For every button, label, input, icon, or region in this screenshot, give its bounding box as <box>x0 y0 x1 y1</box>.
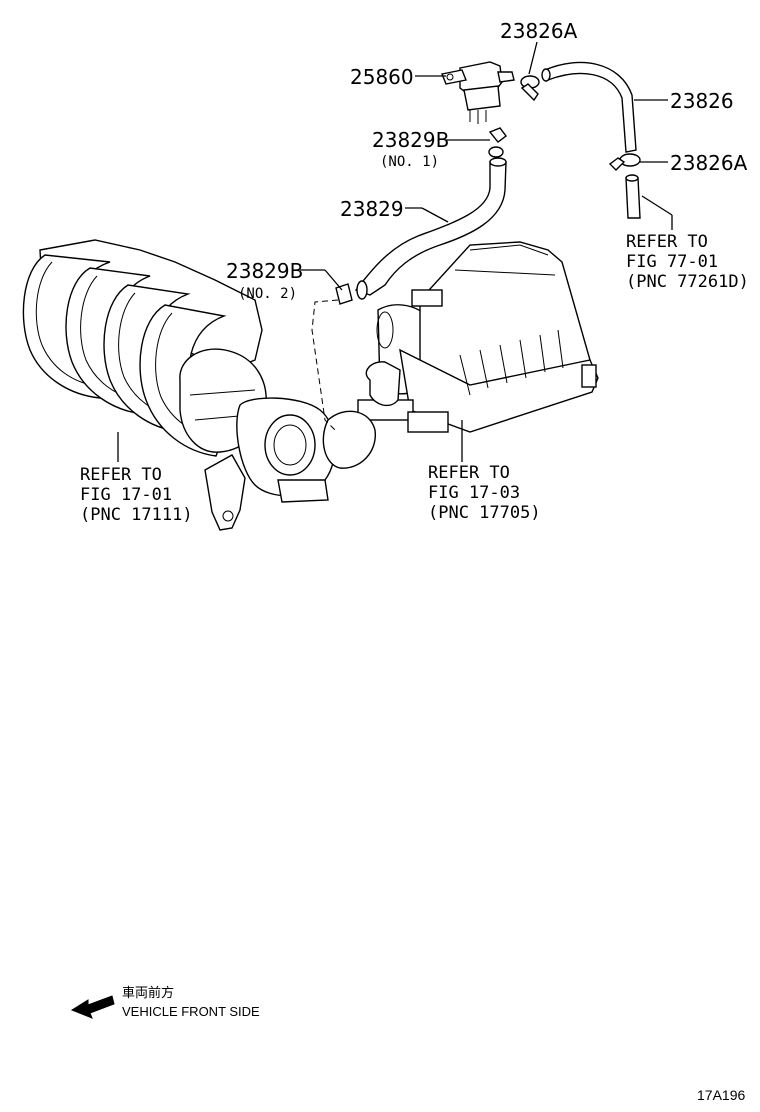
ref-77-01-line1: REFER TO <box>626 232 708 252</box>
air-cleaner-assembly <box>322 241 599 469</box>
legend-japanese: 車両前方 <box>122 985 174 1000</box>
figure-code: 17A196 <box>697 1087 745 1103</box>
label-23829b-no1: 23829B <box>372 128 449 152</box>
reference-fig-77-01: REFER TO FIG 77-01 (PNC 77261D) <box>626 232 749 292</box>
front-arrow-icon <box>70 995 115 1019</box>
lower-hose-right <box>625 174 641 219</box>
hose-clamp-top <box>520 75 540 102</box>
label-23829: 23829 <box>340 197 404 221</box>
label-no2: (NO. 2) <box>238 286 297 302</box>
ref-17-01-line1: REFER TO <box>80 465 162 485</box>
reference-fig-17-01: REFER TO FIG 17-01 (PNC 17111) <box>80 465 193 525</box>
label-no1: (NO. 1) <box>380 154 439 170</box>
ref-17-03-line3: (PNC 17705) <box>428 503 541 523</box>
hose-clamp-no2 <box>335 283 353 305</box>
hose-clamp-no1 <box>488 127 507 158</box>
hose-23829 <box>354 157 507 300</box>
ref-17-03-line2: FIG 17-03 <box>428 483 520 503</box>
routing-dashed-line <box>311 299 339 431</box>
vehicle-front-legend: 車両前方 VEHICLE FRONT SIDE <box>70 985 260 1019</box>
hose-23826 <box>541 61 637 153</box>
label-23826: 23826 <box>670 89 734 113</box>
hose-clamp-right <box>608 153 641 171</box>
ref-77-01-line2: FIG 77-01 <box>626 252 718 272</box>
legend-english: VEHICLE FRONT SIDE <box>122 1004 260 1019</box>
vsv-valve <box>441 61 515 124</box>
ref-17-03-line1: REFER TO <box>428 463 510 483</box>
leader-lines <box>117 41 673 462</box>
label-23826a-top: 23826A <box>500 19 578 43</box>
ref-17-01-line2: FIG 17-01 <box>80 485 172 505</box>
ref-77-01-line3: (PNC 77261D) <box>626 272 749 292</box>
ref-17-01-line3: (PNC 17111) <box>80 505 193 525</box>
label-25860: 25860 <box>350 65 414 89</box>
label-23826a-right: 23826A <box>670 151 748 175</box>
reference-fig-17-03: REFER TO FIG 17-03 (PNC 17705) <box>428 463 541 523</box>
label-23829b-no2: 23829B <box>226 259 303 283</box>
intake-manifold <box>22 239 336 531</box>
